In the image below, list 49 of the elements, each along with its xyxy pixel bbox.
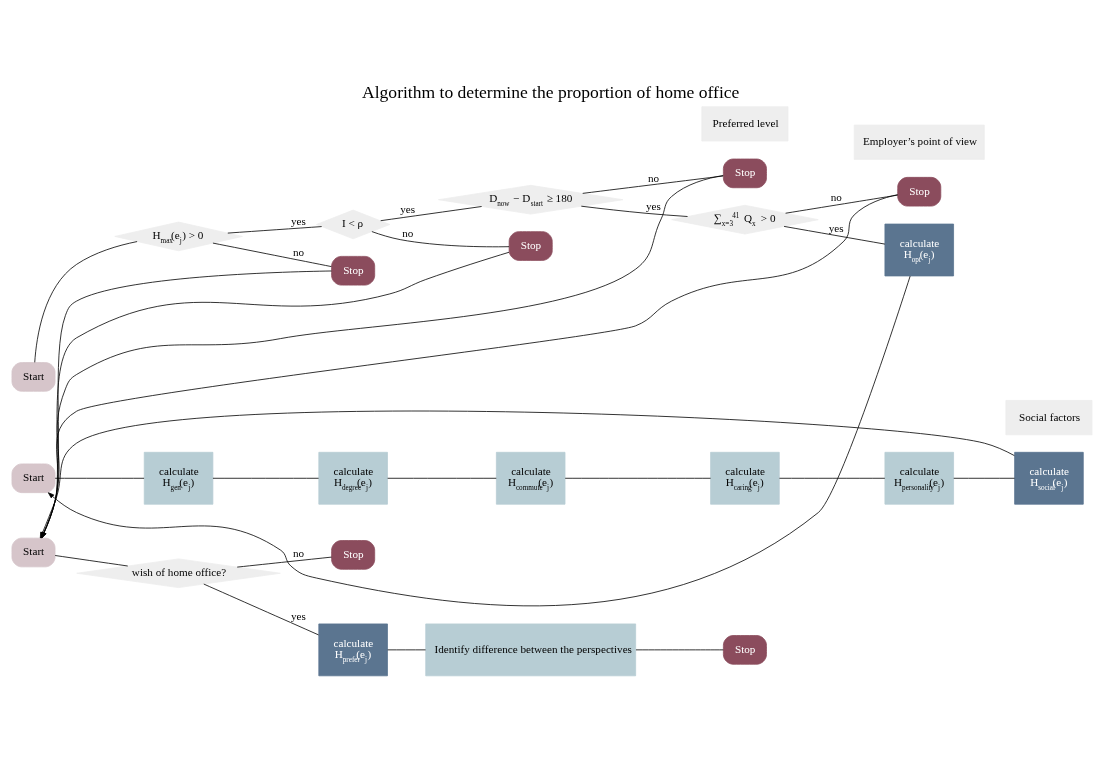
connector [34,241,138,363]
connector [54,477,145,479]
node-diamond: I < ρ [316,209,391,240]
edge-label: no [292,245,305,258]
edge-label: no [402,226,414,239]
node-box: calculate H$_{prefer}$(e$_{j}$) [318,623,388,677]
connector [380,206,482,222]
node-box: Stop [897,176,942,207]
connector [582,175,724,194]
edge-label: yes [290,609,306,622]
node-box: Identify difference between the perspectives [425,623,637,677]
node-box: Stop [723,635,767,665]
connector [212,242,332,267]
node-box: Start [11,537,56,568]
connector [203,583,319,636]
edge-label: no [648,171,660,184]
node-box: Stop [331,540,376,570]
connector [785,194,899,214]
edge-label: yes [400,203,416,216]
node-box: calculate H$_{commute}$(e$_{j}$) [495,451,566,505]
node-box: calculate H$_{caring}$(e$_{j}$) [710,451,780,505]
edge-label: no [830,191,842,204]
node-diamond: H$_{max}$(e$_{j}$) > 0 [114,221,243,252]
edge-label: yes [646,200,661,213]
edge-label: no [292,547,305,560]
connector [779,477,886,479]
edge-label: yes [828,221,844,234]
connector [236,556,332,568]
edge-label: yes [290,215,306,228]
node-box: calculate H$_{opt}$(e$_{j}$) [884,223,954,277]
node-box: Stop [508,231,553,261]
node-box: calculate H$_{gen}$(e$_{j}$) [143,451,214,505]
connector [54,555,129,567]
arrow [47,275,911,607]
node-box: Stop [723,158,767,189]
connector [580,205,688,217]
node-diamond: wish of home office? [76,558,281,588]
connector [783,226,886,245]
node-box: Start [11,362,56,392]
connector [227,226,323,234]
node-box: calculate H$_{social}$(e$_{j}$) [1014,451,1084,505]
diagram-title: Algorithm to determine the proportion of home office [362,82,740,103]
connector [371,231,510,248]
node-box: Start [11,463,56,494]
node-diamond: ∑$_{x=3}$$^{41}$ Q$_{x}$ > 0 [671,204,819,235]
node-box: calculate H$_{degree}$(e$_{j}$) [318,451,388,505]
node-diamond: D$_{now}$ − D$_{start}$ ≥ 180 [438,184,624,215]
node-box: Stop [331,256,376,286]
node-box: calculate H$_{personality}$(e$_{j}$) [884,451,954,505]
